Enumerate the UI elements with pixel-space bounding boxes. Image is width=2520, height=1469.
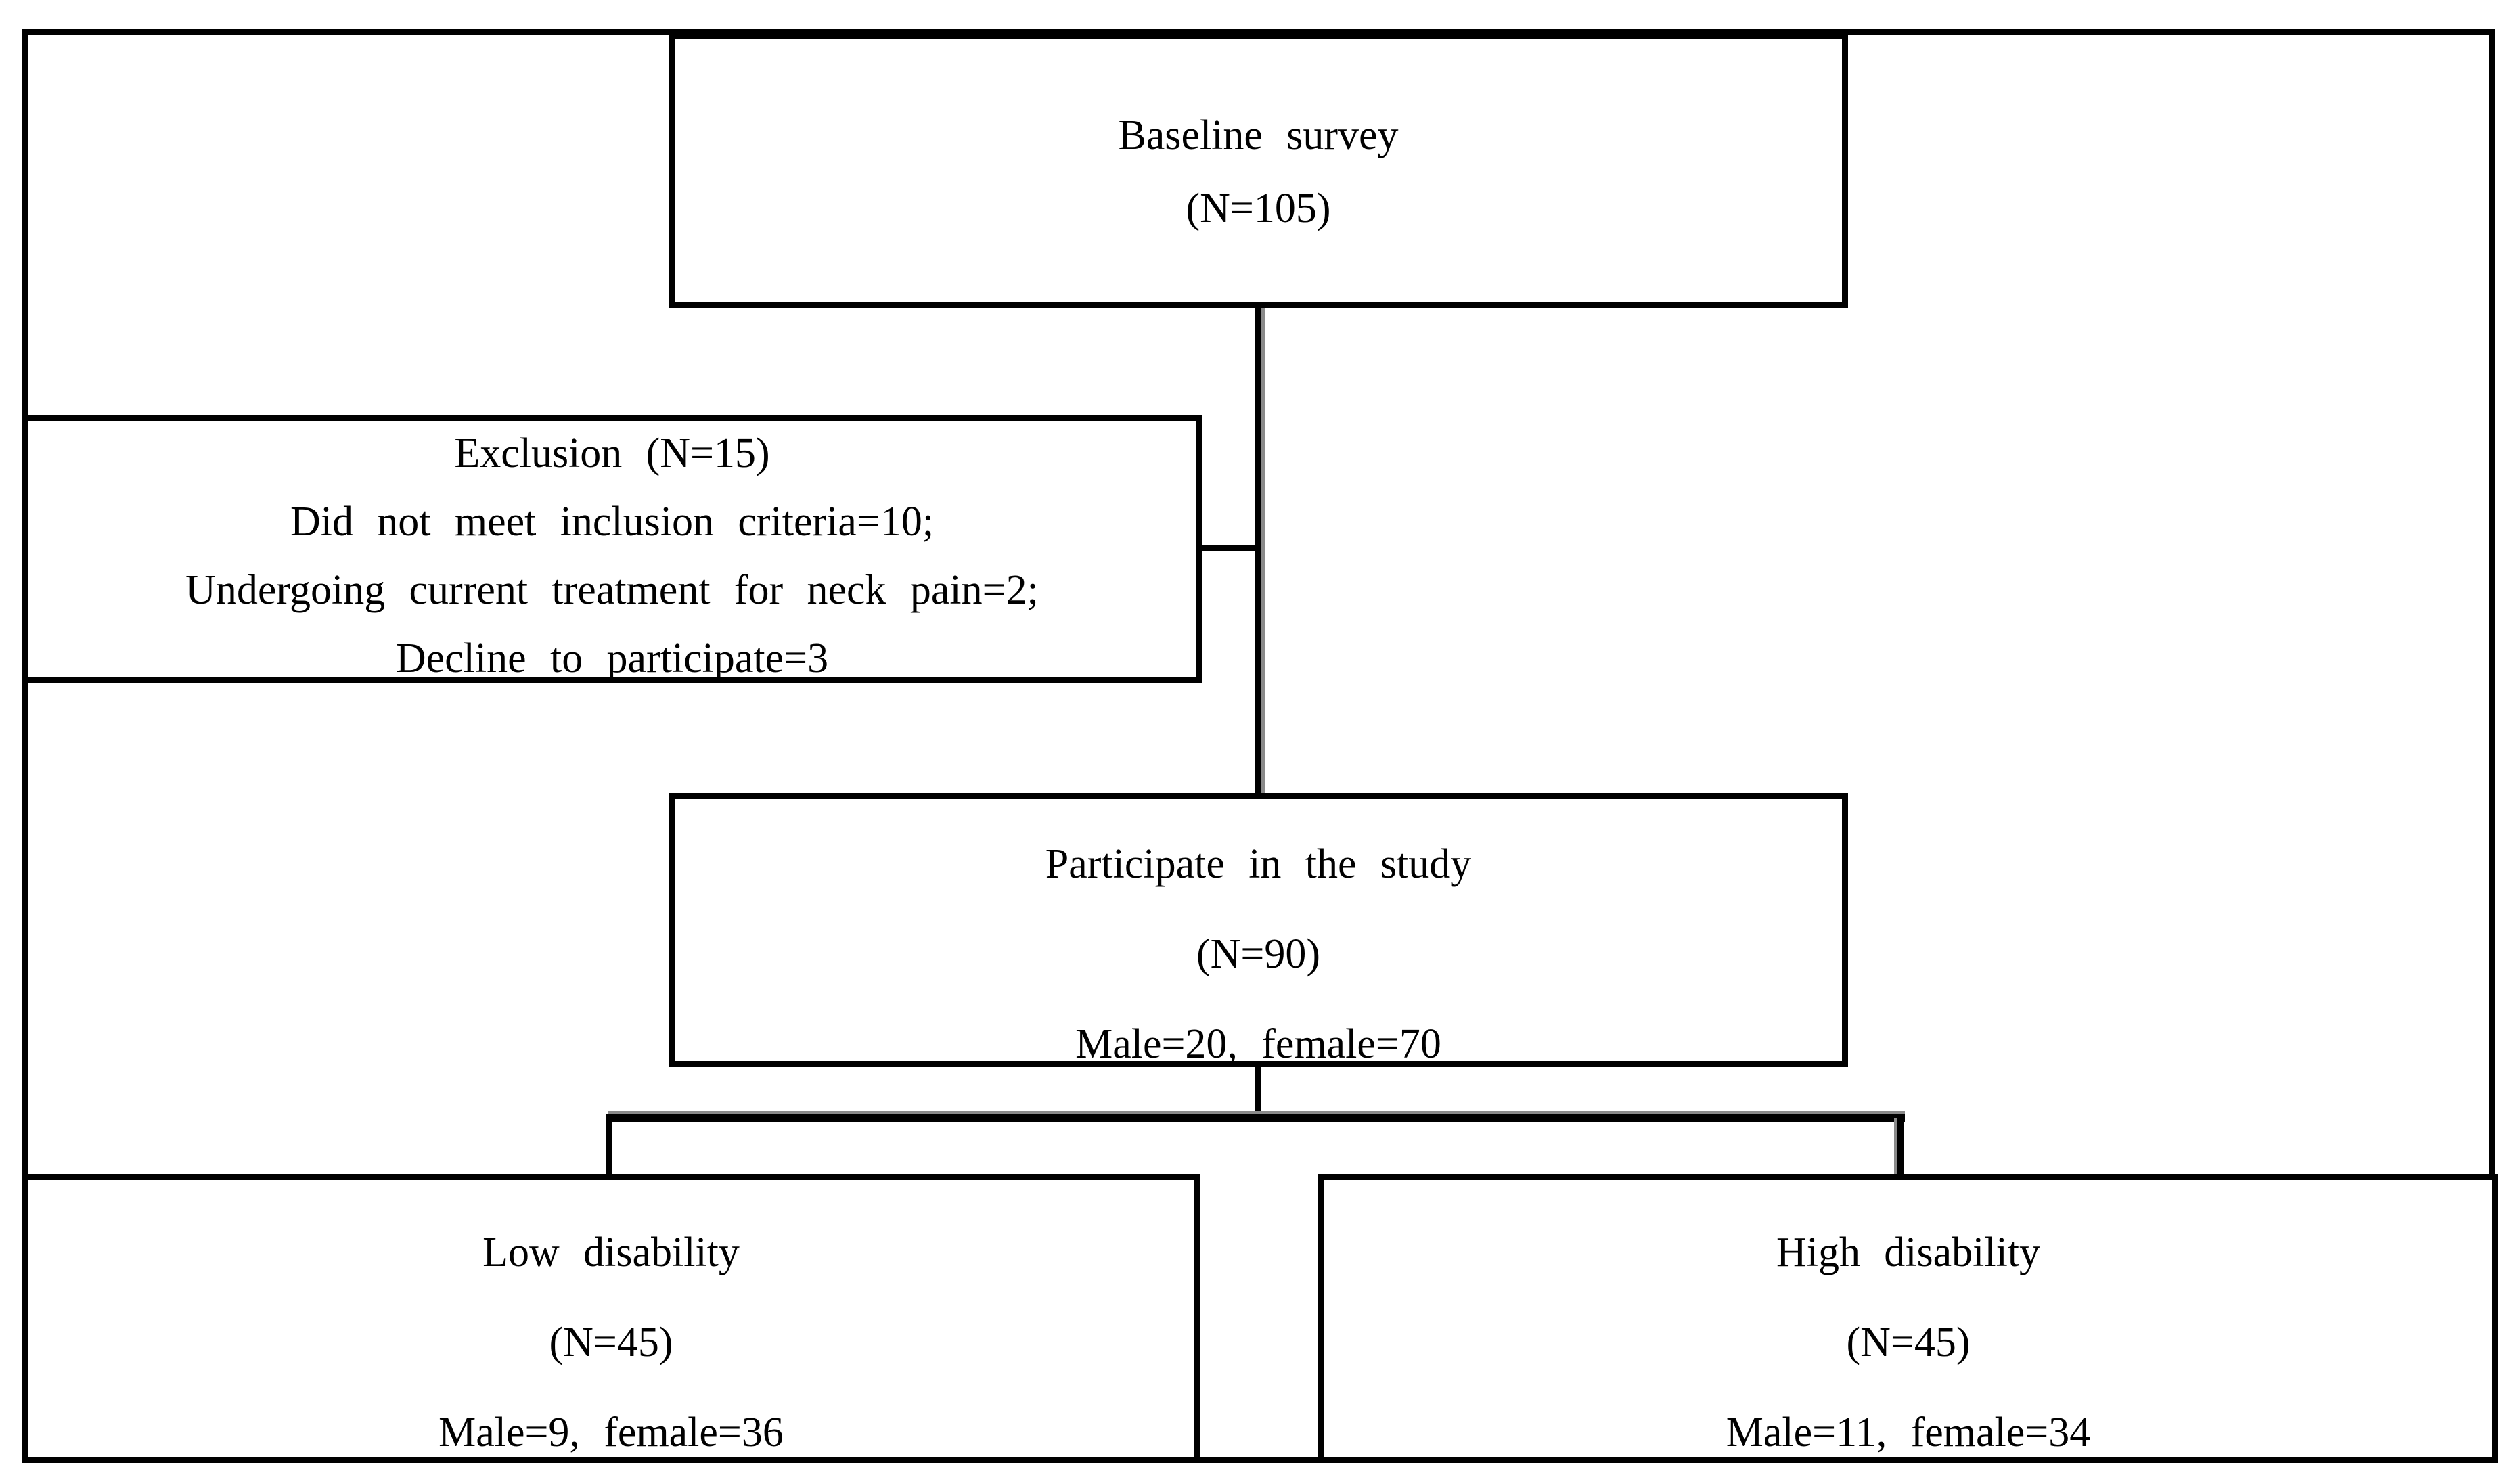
connector-antialias-fringe [1261,308,1265,793]
exclusion-reason-current-treatment: Undergoing current treatment for neck pa… [185,567,1039,613]
split-line-antialias-fringe [608,1111,1905,1114]
split-line [608,1114,1905,1122]
participate-label: Participate in the study [1045,841,1472,887]
connector-participate-to-split [1255,1064,1261,1121]
baseline-survey-box: Baseline survey (N=105) [669,32,1848,308]
low-disability-box: Low disability (N=45) Male=9, female=36 [22,1174,1200,1463]
exclusion-label: Exclusion (N=15) [454,430,770,476]
connector-split-to-high [1897,1114,1904,1179]
high-disability-count: (N=45) [1846,1319,1971,1365]
exclusion-reason-declined: Decline to participate=3 [395,635,829,681]
high-disability-box: High disability (N=45) Male=11, female=3… [1318,1174,2498,1463]
participate-box: Participate in the study (N=90) Male=20,… [669,793,1848,1067]
outer-frame [22,29,2495,1463]
low-disability-sex-breakdown: Male=9, female=36 [438,1409,784,1455]
exclusion-box: Exclusion (N=15) Did not meet inclusion … [22,415,1202,683]
exclusion-reason-inclusion-criteria: Did not meet inclusion criteria=10; [290,499,935,545]
participate-sex-breakdown: Male=20, female=70 [1075,1021,1441,1067]
connector-exclusion-branch [1202,545,1261,551]
low-disability-count: (N=45) [549,1319,673,1365]
branch-right-antialias-fringe [1894,1118,1897,1179]
connector-split-to-low [606,1114,612,1179]
low-disability-label: Low disability [482,1229,740,1275]
participate-count: (N=90) [1196,931,1321,977]
baseline-survey-label: Baseline survey [1118,112,1399,158]
baseline-survey-count: (N=105) [1186,185,1331,231]
high-disability-label: High disability [1776,1229,2041,1275]
high-disability-sex-breakdown: Male=11, female=34 [1726,1409,2091,1455]
